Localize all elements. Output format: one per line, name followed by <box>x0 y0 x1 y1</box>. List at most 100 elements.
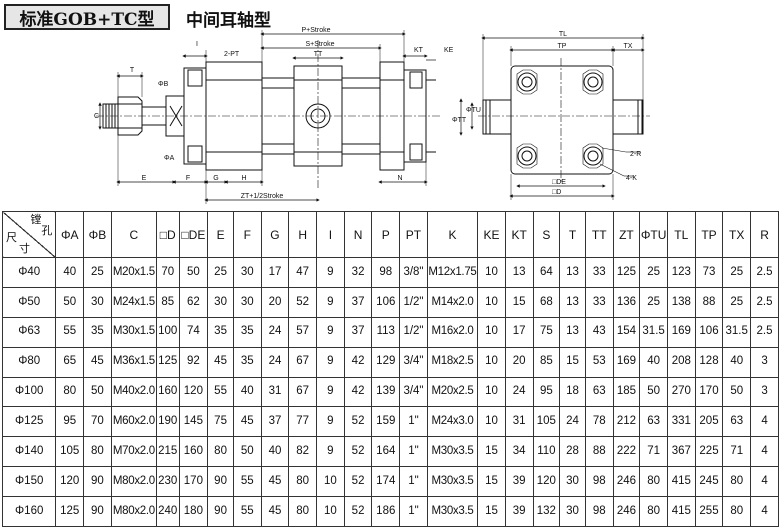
table-cell: 159 <box>371 406 401 438</box>
label-phi-b: ΦB <box>158 81 169 88</box>
product-title: 标准GOB+TC型 <box>19 9 155 30</box>
table-cell: M80x2.0 <box>110 496 157 527</box>
table-cell: M16x2.0 <box>426 316 479 348</box>
column-header: T <box>559 211 586 258</box>
bore-size-cell: Φ100 <box>1 376 57 408</box>
table-cell: 105 <box>55 436 85 468</box>
table-cell: 170 <box>694 376 724 408</box>
column-header: TP <box>694 211 724 258</box>
column-header: K <box>426 211 479 258</box>
table-cell: 4 <box>750 436 779 468</box>
table-cell: 95 <box>532 376 561 408</box>
table-cell: 255 <box>694 496 724 527</box>
column-header: □DE <box>178 211 209 258</box>
bore-size-cell: Φ140 <box>1 436 57 468</box>
table-cell: 100 <box>155 316 180 348</box>
table-cell: 52 <box>343 406 373 438</box>
table-cell: 52 <box>343 466 373 497</box>
column-header: KE <box>477 211 506 258</box>
label-n: N <box>397 175 402 182</box>
table-cell: 10 <box>477 376 506 408</box>
bore-size-cell: Φ150 <box>1 466 57 497</box>
table-cell: 138 <box>666 286 696 318</box>
table-cell: 55 <box>232 466 262 497</box>
table-cell: 31.5 <box>722 316 752 348</box>
table-cell: 15 <box>477 496 506 527</box>
table-cell: M30x3.5 <box>426 436 479 468</box>
table-cell: 129 <box>371 346 401 378</box>
table-cell: 67 <box>288 376 318 408</box>
table-cell: 9 <box>316 376 345 408</box>
table-cell: 132 <box>532 496 561 527</box>
table-cell: 71 <box>639 436 668 468</box>
table-cell: 77 <box>288 406 318 438</box>
table-cell: 120 <box>178 376 209 408</box>
table-cell: 80 <box>55 376 85 408</box>
table-cell: 415 <box>666 496 696 527</box>
table-cell: 47 <box>288 257 318 288</box>
table-cell: 30 <box>207 286 234 318</box>
table-cell: 40 <box>55 257 85 288</box>
table-cell: 13 <box>559 286 586 318</box>
column-header: F <box>232 211 262 258</box>
table-cell: 35 <box>207 316 234 348</box>
table-cell: 53 <box>584 346 614 378</box>
table-cell: M80x2.0 <box>110 466 157 497</box>
table-cell: 85 <box>155 286 180 318</box>
table-cell: 186 <box>371 496 401 527</box>
label-p-stroke: P+Stroke <box>302 27 331 34</box>
table-cell: 125 <box>155 346 180 378</box>
table-cell: 24 <box>260 316 290 348</box>
table-cell: 3/4" <box>399 346 428 378</box>
table-cell: 57 <box>288 316 318 348</box>
table-cell: 17 <box>260 257 290 288</box>
table-cell: 25 <box>639 286 668 318</box>
table-cell: 30 <box>232 257 262 288</box>
column-header: ΦB <box>83 211 112 258</box>
table-cell: 25 <box>207 257 234 288</box>
table-cell: 80 <box>207 436 234 468</box>
table-cell: 80 <box>288 466 318 497</box>
table-cell: 154 <box>612 316 641 348</box>
table-cell: 35 <box>83 316 112 348</box>
table-cell: 40 <box>722 346 752 378</box>
table-cell: M20x2.5 <box>426 376 479 408</box>
column-header: ZT <box>612 211 641 258</box>
table-cell: 25 <box>83 257 112 288</box>
label-4k: 4-K <box>626 175 637 182</box>
table-cell: 80 <box>639 466 668 497</box>
table-cell: 90 <box>207 466 234 497</box>
table-cell: 40 <box>232 376 262 408</box>
table-cell: 43 <box>584 316 614 348</box>
table-cell: 139 <box>371 376 401 408</box>
table-cell: 180 <box>178 496 209 527</box>
table-cell: 74 <box>178 316 209 348</box>
label-tp: TP <box>558 43 567 50</box>
table-cell: 136 <box>612 286 641 318</box>
label-phi-a: ΦA <box>164 155 175 162</box>
table-cell: 24 <box>504 376 534 408</box>
table-cell: 4 <box>750 466 779 497</box>
column-header: I <box>316 211 345 258</box>
table-cell: M14x2.0 <box>426 286 479 318</box>
column-header: TX <box>722 211 752 258</box>
table-cell: 230 <box>155 466 180 497</box>
table-cell: 20 <box>260 286 290 318</box>
table-cell: 212 <box>612 406 641 438</box>
column-header: TL <box>666 211 696 258</box>
table-cell: 31.5 <box>639 316 668 348</box>
table-cell: 10 <box>477 346 506 378</box>
label-f: F <box>186 175 190 182</box>
table-cell: 246 <box>612 496 641 527</box>
table-cell: 240 <box>155 496 180 527</box>
table-cell: 164 <box>371 436 401 468</box>
column-header: TT <box>584 211 614 258</box>
table-cell: 1" <box>399 496 428 527</box>
table-cell: 90 <box>83 496 112 527</box>
